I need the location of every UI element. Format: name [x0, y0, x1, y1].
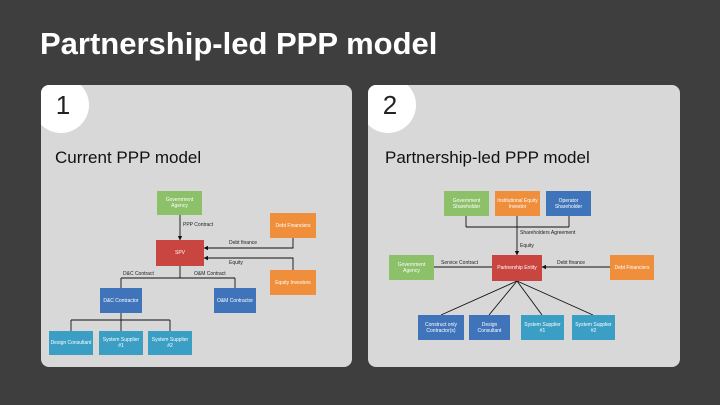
slide-title: Partnership-led PPP model: [40, 26, 438, 61]
node-spv: SPV: [156, 240, 204, 266]
label-om-contract: O&M Contract: [194, 271, 226, 277]
node-design-consultant: Design Consultant: [49, 331, 93, 355]
node-government-agency: Government Agency: [157, 191, 202, 215]
connector-equity-investors-spv: [203, 255, 294, 270]
node-design-consultant: Design Consultant: [469, 315, 510, 340]
node-government-shareholder: Government Shareholder: [444, 191, 489, 216]
panel-title: Partnership-led PPP model: [385, 148, 590, 167]
node-institutional-equity-investor: Institutional Equity Investor: [495, 191, 540, 216]
label-ppp-contract: PPP Contract: [183, 222, 214, 228]
panel-number: 2: [382, 90, 398, 120]
label-shareholders-agreement: Shareholders Agreement: [520, 230, 576, 236]
connector-partnership-supplier1: [516, 280, 543, 316]
label-debt-finance: Debt finance: [557, 260, 586, 266]
node-om-contractor: O&M Contractor: [214, 288, 256, 313]
panel-number: 1: [55, 90, 71, 120]
label-service-contract: Service Contract: [441, 260, 478, 266]
connector-debt-financiers-spv: [203, 238, 294, 251]
connector-partnership-design: [488, 280, 518, 316]
node-partnership-entity: Partnership Entity: [492, 255, 542, 281]
node-system-supplier-1: System Supplier #1: [99, 331, 143, 355]
node-debt-financiers: Debt Financiers: [610, 255, 654, 280]
node-system-supplier-1: System Supplier #1: [521, 315, 564, 340]
node-operator-shareholder: Operator Shareholder: [546, 191, 591, 216]
node-debt-financiers: Debt Financiers: [270, 213, 316, 238]
node-government-agency: Government Agency: [389, 255, 434, 280]
node-dc-contractor: D&C Contractor: [100, 288, 142, 313]
panel-title: Current PPP model: [55, 148, 202, 167]
label-equity: Equity: [229, 260, 243, 266]
connector-partnership-supplier2: [516, 280, 594, 316]
label-debt-finance: Debt finance: [229, 240, 258, 246]
connector-partnership-construct: [440, 280, 518, 316]
label-dc-contract: D&C Contract: [123, 271, 154, 277]
node-system-supplier-2: System Supplier #2: [148, 331, 192, 355]
node-system-supplier-2: System Supplier #2: [572, 315, 615, 340]
node-equity-investors: Equity Investors: [270, 270, 316, 295]
node-construct-only-contractors: Construct only Contractor(s): [418, 315, 464, 340]
label-equity: Equity: [520, 243, 534, 249]
